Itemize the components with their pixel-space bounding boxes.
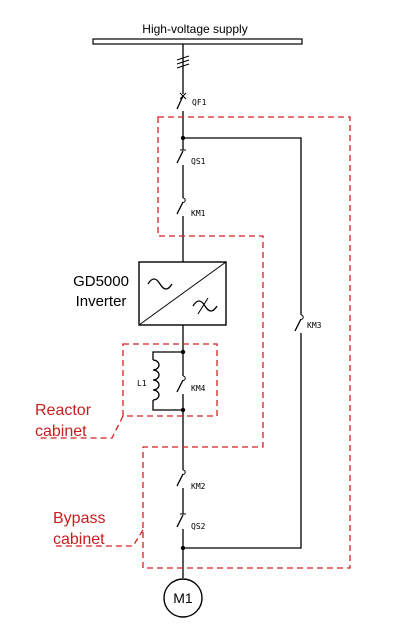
reactor-cabinet-label-line1: Reactor [35, 402, 92, 419]
reactor-cabinet-label-line2: cabinet [35, 423, 87, 440]
switch-qs2-label: QS2 [191, 522, 206, 531]
contactor-km4 [176, 375, 186, 410]
motor-m1 [163, 578, 203, 618]
reactor-l1 [152, 359, 160, 401]
breaker-qf1-label: QF1 [192, 98, 207, 107]
switch-qs1 [176, 149, 186, 198]
switch-qs1-label: QS1 [191, 157, 206, 166]
supply-label: High-voltage supply [142, 22, 247, 36]
contactor-km1 [176, 197, 186, 262]
bypass-cabinet-label-line2: cabinet [53, 531, 105, 548]
contactor-km2-label: KM2 [191, 482, 206, 491]
inverter-name-label: Inverter [76, 293, 127, 310]
inverter-model-label: GD5000 [73, 273, 129, 290]
reactor-cabinet-outline [122, 343, 218, 417]
contactor-km3 [183, 314, 304, 549]
contactor-km3-label: KM3 [307, 321, 322, 330]
supply-busbar [92, 38, 303, 45]
switch-qs2 [176, 513, 186, 548]
reactor-l1-label: L1 [137, 379, 147, 388]
reactor-callout-leader [40, 415, 124, 439]
inverter-block [138, 261, 227, 326]
motor-m1-label: M1 [173, 590, 193, 606]
contactor-km4-label: KM4 [191, 384, 206, 393]
contactor-km1-label: KM1 [191, 209, 206, 218]
breaker-qf1 [176, 92, 187, 138]
contactor-km2 [176, 469, 186, 514]
bypass-callout-leader [55, 529, 144, 547]
three-phase-marks [176, 55, 190, 69]
inverter-cabinet-outline [142, 116, 351, 569]
bypass-cabinet-label-line1: Bypass [53, 510, 105, 527]
